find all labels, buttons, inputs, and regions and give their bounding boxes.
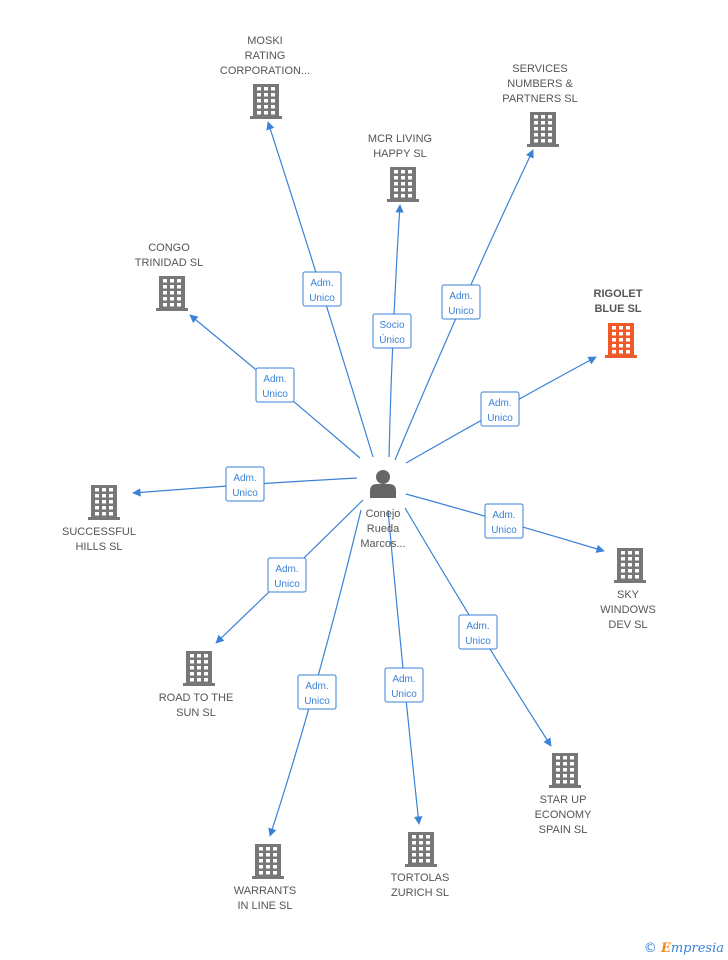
building-icon [549,753,581,788]
company-node-services[interactable]: SERVICES NUMBERS & PARTNERS SL [502,63,578,147]
company-name-line: MOSKI [247,35,282,47]
company-node-sky[interactable]: SKY WINDOWS DEV SL [600,548,656,631]
edge-label-warrants[interactable]: Adm. Unico [297,674,337,710]
company-name-line: CONGO [148,242,190,254]
edge-label-road[interactable]: Adm. Unico [267,557,307,593]
company-node-rigolet[interactable]: RIGOLET BLUE SL [594,288,643,358]
company-node-road[interactable]: ROAD TO THE SUN SL [159,651,234,719]
company-name-line: BLUE SL [594,303,641,315]
company-node-warrants[interactable]: WARRANTS IN LINE SL [234,844,297,912]
company-node-congo[interactable]: CONGO TRINIDAD SL [135,242,203,311]
edge-label-line: Adm. [275,564,298,575]
edge-label-rigolet[interactable]: Adm. Unico [480,391,520,427]
edge-label-line: Adm. [466,621,489,632]
edge-label-line: Unico [391,689,417,700]
company-name-line: RIGOLET [594,288,643,300]
edge-label-line: Adm. [488,398,511,409]
building-icon [250,84,282,119]
center-node[interactable]: ConejoRuedaMarcos... [360,470,406,550]
edge-label-successful[interactable]: Adm. Unico [225,466,265,502]
person-icon [370,470,396,498]
edge-label-line: Unico [274,579,300,590]
company-name-line: TORTOLAS [391,872,450,884]
company-name-line: WINDOWS [600,604,656,616]
building-icon [183,651,215,686]
footer-brand: © Empresia [644,941,724,956]
edge-label-line: Adm. [492,510,515,521]
building-highlight-icon [605,323,637,358]
edge-label-line: Adm. [449,291,472,302]
edge-label-line: Unico [304,696,330,707]
edge-label-starup[interactable]: Adm. Unico [458,614,498,650]
edge-label-line: Unico [491,525,517,536]
company-name-line: RATING [245,50,286,62]
company-name-line: MCR LIVING [368,133,432,145]
edge-label-line: Adm. [233,473,256,484]
building-icon [88,485,120,520]
company-name-line: SUN SL [176,707,216,719]
edge-label-services[interactable]: Adm. Unico [441,284,481,320]
company-node-moski[interactable]: MOSKI RATING CORPORATION... [220,35,310,119]
edge-line-tortolas [387,509,423,825]
company-name-line: SERVICES [512,63,567,75]
company-name-line: HAPPY SL [373,148,427,160]
company-node-tortolas[interactable]: TORTOLAS ZURICH SL [391,832,450,899]
company-name-line: DEV SL [608,619,647,631]
building-icon [527,112,559,147]
edge-label-line: Unico [262,389,288,400]
company-name-line: NUMBERS & [507,78,573,90]
company-name-line: PARTNERS SL [502,93,577,105]
company-name-line: SKY [617,589,640,601]
company-name-line: SPAIN SL [539,824,588,836]
copyright-symbol: © [643,941,657,956]
building-icon [252,844,284,879]
brand-name: mpresia [670,941,724,956]
building-icon [156,276,188,311]
company-name-line: HILLS SL [75,541,122,553]
edge-labels-layer: Adm.UnicoSocioÚnicoAdm.UnicoAdm.UnicoAdm… [225,271,524,710]
person-name-line: Conejo [366,508,401,520]
company-node-mcr[interactable]: MCR LIVING HAPPY SL [368,133,432,202]
company-name-line: WARRANTS [234,885,297,897]
edge-label-line: Unico [448,306,474,317]
edge-label-tortolas[interactable]: Adm. Unico [384,667,424,703]
company-name-line: STAR UP [540,794,587,806]
building-icon [405,832,437,867]
edge-label-line: Unico [465,636,491,647]
edge-label-line: Adm. [305,681,328,692]
edge-label-moski[interactable]: Adm. Unico [302,271,342,307]
edge-label-line: Adm. [392,674,415,685]
edge-label-line: Único [379,333,405,346]
company-name-line: ROAD TO THE [159,692,234,704]
nodes-layer: MOSKI RATING CORPORATION... MCR LIVING HAPPY… [62,35,656,912]
edge-label-line: Adm. [310,278,333,289]
company-node-starup[interactable]: STAR UP ECONOMY SPAIN SL [535,753,593,836]
edge-label-line: Socio [379,320,404,331]
brand-initial: E [660,941,671,956]
company-node-successful[interactable]: SUCCESSFUL HILLS SL [62,485,136,553]
company-name-line: CORPORATION... [220,65,310,77]
person-name-line: Rueda [367,523,400,535]
person-name-line: Marcos... [360,538,405,550]
edge-label-line: Adm. [263,374,286,385]
edge-label-line: Unico [309,293,335,304]
company-name-line: TRINIDAD SL [135,257,203,269]
building-icon [387,167,419,202]
edge-label-line: Unico [487,413,513,424]
company-name-line: ZURICH SL [391,887,449,899]
company-name-line: ECONOMY [535,809,593,821]
edge-label-sky[interactable]: Adm. Unico [484,503,524,539]
building-icon [614,548,646,583]
edges-layer [132,121,605,837]
edge-label-congo[interactable]: Adm. Unico [255,367,295,403]
company-name-line: SUCCESSFUL [62,526,136,538]
edge-label-line: Unico [232,488,258,499]
company-name-line: IN LINE SL [237,900,292,912]
